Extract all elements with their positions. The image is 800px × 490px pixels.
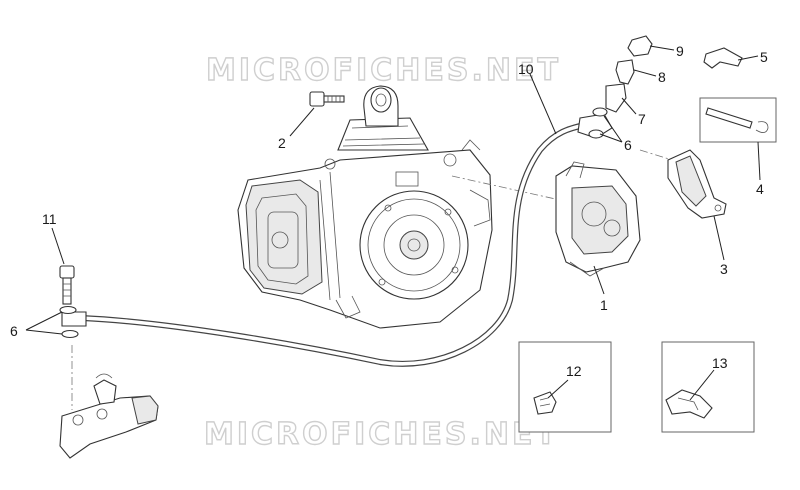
callout-8: 8 [658,69,666,85]
bolt-part-2 [309,91,345,107]
callout-6-top: 6 [624,137,632,153]
washer-pair-left [59,305,79,339]
clip-part-5 [703,47,743,69]
bleeder-cap-part-9 [627,35,653,57]
leader-lines [25,45,761,401]
part-12-box [518,341,612,433]
callout-1: 1 [600,297,608,313]
callout-9: 9 [676,43,684,59]
clip-part-12 [533,391,557,415]
callout-3: 3 [720,261,728,277]
banjo-bolt-part-11 [59,265,75,305]
callout-10: 10 [518,61,534,77]
callout-4: 4 [756,181,764,197]
clip-part-13 [665,389,713,419]
banjo-bolt-part-7 [605,83,627,113]
engine-assembly [237,85,493,329]
callout-6-left: 6 [10,323,18,339]
watermark-bottom: MICROFICHES.NET [204,417,559,452]
callout-5: 5 [760,49,768,65]
callout-7: 7 [638,111,646,127]
brake-pads-part-3 [667,149,727,219]
watermark-top: MICROFICHES.NET [206,53,561,88]
callout-13: 13 [712,355,728,371]
brake-caliper-part-1 [555,161,641,277]
bleeder-screw-part-8 [615,59,635,85]
master-cylinder [59,373,159,459]
callout-11: 11 [42,211,57,227]
callout-12: 12 [566,363,582,379]
washer-pair-top [588,107,608,139]
alignment-line-pads [639,149,673,161]
part-13-box [661,341,755,433]
brake-hose-part-10 [61,113,613,367]
pin-part-4 [705,107,769,133]
callout-2: 2 [278,135,286,151]
alignment-line-caliper [451,175,561,201]
